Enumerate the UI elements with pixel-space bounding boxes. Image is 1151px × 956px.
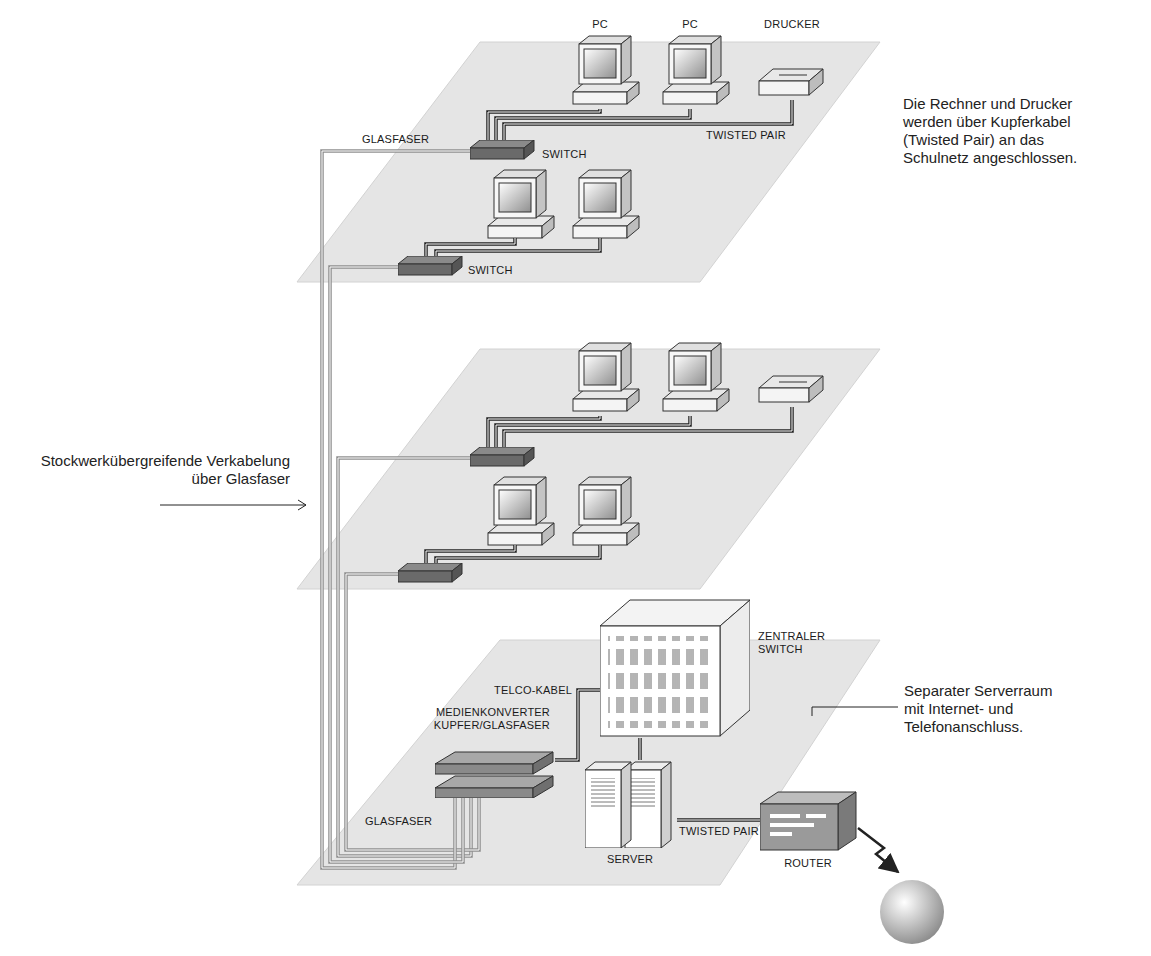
internet-link <box>858 828 898 872</box>
twisted-pair-connector <box>677 820 760 821</box>
conv-icon <box>435 748 555 798</box>
node-label: MEDIENKONVERTER KUPFER/GLASFASER <box>418 706 550 732</box>
twisted-pair-cable <box>426 238 600 256</box>
cable-label: GLASFASER <box>362 133 429 146</box>
pc-icon <box>488 477 554 545</box>
internet-globe <box>880 880 944 944</box>
pointer-arrow <box>160 500 306 510</box>
switch-node: SWITCH <box>470 140 600 162</box>
pc-icon <box>488 170 554 238</box>
cable-label: TWISTED PAIR <box>679 825 759 838</box>
twisted-pair-connector <box>640 738 641 760</box>
switch-node: SWITCH <box>398 256 528 278</box>
node-label: SWITCH <box>468 264 513 277</box>
node-label: DRUCKER <box>752 18 832 31</box>
switch-icon <box>470 447 534 466</box>
annotation-text: Die Rechner und Drucker werden über Kupf… <box>903 95 1103 167</box>
server-icon <box>585 760 675 848</box>
pc-icon <box>573 477 639 545</box>
cable-label: GLASFASER <box>365 815 432 828</box>
twisted-pair-cable <box>426 407 792 563</box>
server-node: SERVER <box>585 760 677 868</box>
switch-icon <box>398 256 464 276</box>
pc-icon <box>573 170 639 238</box>
node-label: SERVER <box>585 853 675 866</box>
printer-icon <box>757 65 827 100</box>
annotation-text: Stockwerkübergreifende Verkabelung über … <box>40 452 290 488</box>
pc-icon <box>565 34 645 109</box>
switch-icon <box>470 140 536 160</box>
cable-label: TELCO-KABEL <box>494 684 572 697</box>
pc-icon <box>663 343 729 411</box>
pc-node: PC <box>655 18 735 109</box>
node-label: PC <box>565 18 635 31</box>
cable-label: TWISTED PAIR <box>706 129 786 142</box>
node-label: ZENTRALER SWITCH <box>758 630 844 656</box>
media-converter-node: MEDIENKONVERTER KUPFER/GLASFASER <box>398 706 555 798</box>
printer-node: DRUCKER <box>752 18 834 100</box>
node-label: PC <box>655 18 725 31</box>
printer-icon <box>759 376 823 402</box>
leader-line <box>812 707 898 716</box>
core-switch-node: ZENTRALER SWITCH <box>600 598 848 738</box>
switch-icon <box>398 563 462 582</box>
router-node: ROUTER <box>760 790 860 872</box>
annotation-text: Separater Serverraum mit Internet- und T… <box>904 682 1072 736</box>
pc-icon <box>655 34 735 109</box>
pc-node: PC <box>565 18 645 109</box>
router-icon <box>760 790 860 852</box>
cube-icon <box>600 598 750 738</box>
node-label: SWITCH <box>542 148 587 161</box>
node-label: ROUTER <box>760 857 856 870</box>
pc-icon <box>573 343 639 411</box>
twisted-pair-connector <box>555 690 600 760</box>
